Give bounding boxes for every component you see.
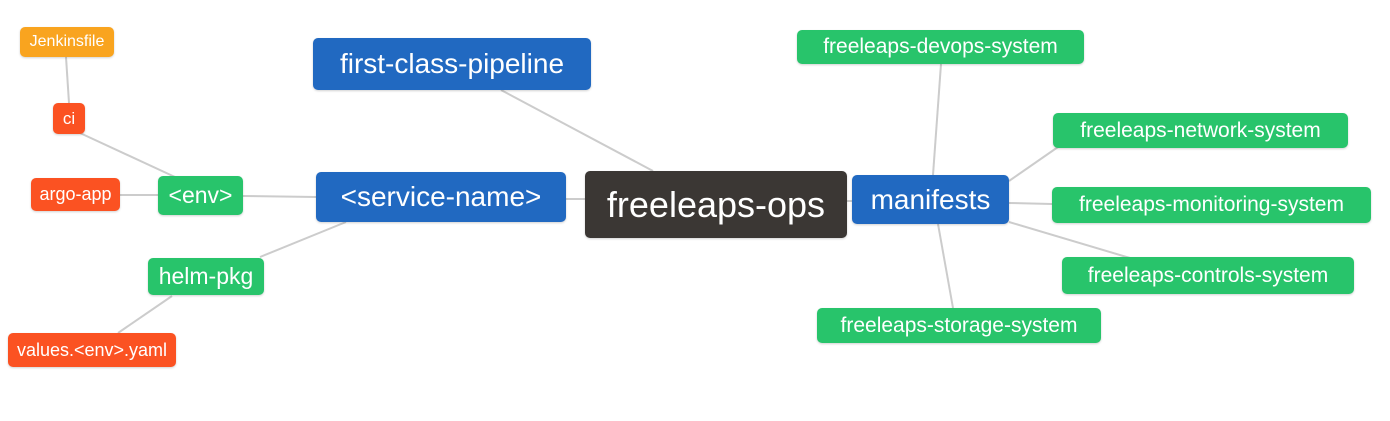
- edge-env-to-service-name: [242, 195, 317, 198]
- mindmap-node-argo-app[interactable]: argo-app: [31, 178, 120, 211]
- mindmap-node-jenkinsfile[interactable]: Jenkinsfile: [20, 27, 114, 57]
- edge-first-class-pipeline-to-freeleaps-ops: [500, 89, 654, 172]
- edge-ci-to-env: [79, 132, 176, 178]
- edge-jenkinsfile-to-ci: [65, 56, 70, 104]
- mindmap-node-freeleaps-ops[interactable]: freeleaps-ops: [585, 171, 847, 238]
- mindmap-node-ci[interactable]: ci: [53, 103, 85, 134]
- edge-values-env-yaml-to-helm-pkg: [117, 295, 173, 334]
- mindmap-node-service-name[interactable]: <service-name>: [316, 172, 566, 222]
- edge-manifests-to-monitoring-system: [1008, 202, 1053, 205]
- edge-manifests-to-controls-system: [1008, 221, 1131, 259]
- edge-manifests-to-network-system: [1008, 146, 1059, 182]
- mindmap-node-helm-pkg[interactable]: helm-pkg: [148, 258, 264, 295]
- mindmap-node-network-system[interactable]: freeleaps-network-system: [1053, 113, 1348, 148]
- edge-manifests-to-storage-system: [937, 223, 954, 309]
- mindmap-node-monitoring-system[interactable]: freeleaps-monitoring-system: [1052, 187, 1371, 223]
- mindmap-node-storage-system[interactable]: freeleaps-storage-system: [817, 308, 1101, 343]
- mindmap-node-first-class-pipeline[interactable]: first-class-pipeline: [313, 38, 591, 90]
- mindmap-node-devops-system[interactable]: freeleaps-devops-system: [797, 30, 1084, 64]
- mindmap-node-controls-system[interactable]: freeleaps-controls-system: [1062, 257, 1354, 294]
- mindmap-node-manifests[interactable]: manifests: [852, 175, 1009, 224]
- mindmap-node-env[interactable]: <env>: [158, 176, 243, 215]
- edge-helm-pkg-to-service-name: [259, 221, 347, 258]
- mindmap-node-values-env-yaml[interactable]: values.<env>.yaml: [8, 333, 176, 367]
- edge-manifests-to-devops-system: [932, 63, 942, 176]
